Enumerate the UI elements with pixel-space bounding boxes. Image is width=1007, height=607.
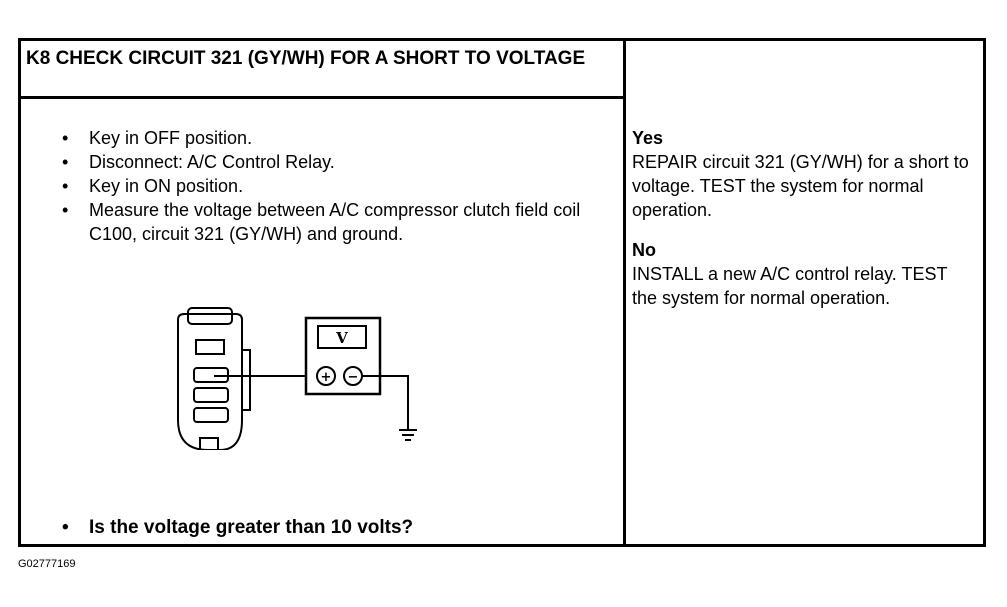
yes-heading: Yes: [632, 128, 664, 148]
header-divider: [18, 96, 625, 99]
step-list: Key in OFF position. Disconnect: A/C Con…: [62, 126, 602, 246]
plus-terminal-label: +: [321, 370, 332, 385]
yes-text: REPAIR circuit 321 (GY/WH) for a short t…: [632, 152, 969, 220]
meter-label: V: [335, 329, 348, 347]
procedure-table: [18, 38, 986, 547]
step-item: Key in OFF position.: [62, 126, 602, 150]
connector-icon: [177, 307, 251, 450]
minus-terminal-label: −: [348, 370, 359, 385]
no-heading: No: [632, 240, 656, 260]
ground-icon: [399, 429, 417, 441]
voltmeter-icon: V + −: [304, 316, 382, 396]
no-text: INSTALL a new A/C control relay. TEST th…: [632, 264, 948, 308]
question: Is the voltage greater than 10 volts?: [62, 517, 413, 539]
results-panel: Yes REPAIR circuit 321 (GY/WH) for a sho…: [632, 126, 977, 310]
step-item: Key in ON position.: [62, 174, 602, 198]
ground-lead: [362, 375, 409, 430]
figure-id: G02777169: [18, 558, 76, 570]
step-title: K8 CHECK CIRCUIT 321 (GY/WH) FOR A SHORT…: [26, 48, 586, 69]
voltmeter-diagram: V + −: [177, 307, 417, 450]
step-item: Measure the voltage between A/C compress…: [62, 198, 602, 246]
step-item: Disconnect: A/C Control Relay.: [62, 150, 602, 174]
column-divider: [623, 38, 626, 547]
